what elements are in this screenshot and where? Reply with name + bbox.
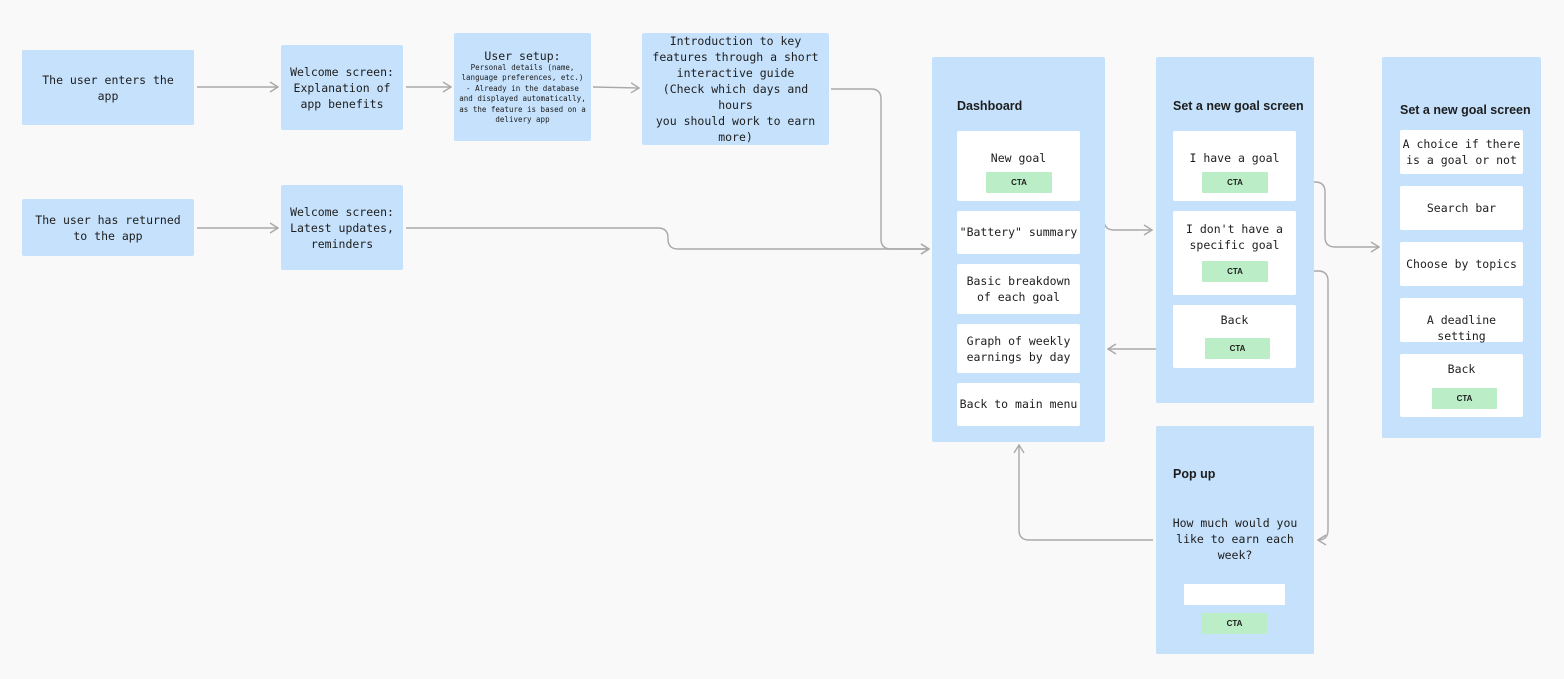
- set-goal-panel: Set a new goal screen I have a goal CTA …: [1156, 57, 1314, 403]
- back-card: Back CTA: [1173, 305, 1296, 368]
- have-goal-label: I have a goal: [1189, 151, 1280, 165]
- arrow-intro-to-dashboard: [831, 88, 929, 249]
- have-goal-card: I have a goal CTA: [1173, 131, 1296, 201]
- arrow-setup-to-intro: [592, 87, 639, 88]
- popup-question: How much would you like to earn each wee…: [1172, 516, 1298, 562]
- back-2-label: Back: [1447, 362, 1476, 376]
- dashboard-title: Dashboard: [957, 99, 1023, 113]
- popup-title: Pop up: [1173, 467, 1216, 481]
- welcome-benefits-label: Welcome screen: Explanation of app benef…: [290, 64, 394, 111]
- enter-app-label: The user enters the app: [42, 72, 174, 103]
- intro-guide-label: Introduction to key features through a s…: [652, 34, 819, 144]
- new-goal-cta-button[interactable]: CTA: [986, 172, 1052, 193]
- have-goal-cta-button[interactable]: CTA: [1202, 172, 1268, 193]
- back-cta-button[interactable]: CTA: [1205, 338, 1270, 359]
- search-bar-card[interactable]: Search bar: [1400, 186, 1523, 230]
- breakdown-label: Basic breakdown of each goal: [966, 274, 1071, 304]
- no-goal-cta-button[interactable]: CTA: [1202, 261, 1268, 282]
- user-setup-box: User setup: Personal details (name, lang…: [454, 33, 591, 141]
- weekly-graph-card: Graph of weekly earnings by day: [957, 324, 1080, 373]
- battery-summary-card: "Battery" summary: [957, 211, 1080, 254]
- battery-summary-label: "Battery" summary: [959, 225, 1078, 239]
- weekly-graph-label: Graph of weekly earnings by day: [966, 334, 1071, 364]
- topics-card[interactable]: Choose by topics: [1400, 242, 1523, 286]
- back-main-menu-card[interactable]: Back to main menu: [957, 383, 1080, 426]
- back-2-cta-button[interactable]: CTA: [1432, 388, 1497, 409]
- dashboard-panel: Dashboard New goal CTA "Battery" summary…: [932, 57, 1105, 442]
- user-setup-details: Personal details (name, language prefere…: [459, 62, 586, 125]
- intro-guide-box: Introduction to key features through a s…: [642, 33, 829, 145]
- back-card-2: Back CTA: [1400, 354, 1523, 417]
- enter-app-box: The user enters the app: [22, 50, 194, 125]
- topics-label: Choose by topics: [1406, 257, 1517, 271]
- popup-question-wrap: How much would you like to earn each wee…: [1156, 515, 1314, 563]
- no-goal-label: I don't have a specific goal: [1186, 222, 1283, 252]
- user-setup-title: User setup:: [484, 48, 561, 63]
- welcome-benefits-box: Welcome screen: Explanation of app benef…: [281, 45, 403, 130]
- popup-cta-button[interactable]: CTA: [1202, 613, 1267, 634]
- arrow-popup-to-dashboard: [1019, 445, 1153, 541]
- back-main-menu-label: Back to main menu: [959, 397, 1078, 411]
- deadline-card[interactable]: A deadline setting: [1400, 298, 1523, 343]
- welcome-updates-box: Welcome screen: Latest updates, reminder…: [281, 185, 403, 270]
- popup-panel: Pop up How much would you like to earn e…: [1156, 426, 1314, 654]
- new-goal-card: New goal CTA: [957, 131, 1080, 201]
- set-goal-panel-2: Set a new goal screen A choice if there …: [1382, 57, 1541, 438]
- goal-choice-label: A choice if there is a goal or not: [1402, 137, 1521, 167]
- back-label: Back: [1220, 313, 1249, 327]
- new-goal-label: New goal: [990, 151, 1047, 165]
- set-goal-title: Set a new goal screen: [1173, 99, 1304, 113]
- welcome-updates-label: Welcome screen: Latest updates, reminder…: [290, 204, 394, 251]
- breakdown-card: Basic breakdown of each goal: [957, 264, 1080, 314]
- goal-choice-card: A choice if there is a goal or not: [1400, 130, 1523, 174]
- no-goal-card: I don't have a specific goal CTA: [1173, 211, 1296, 295]
- returned-label: The user has returned to the app: [35, 212, 181, 243]
- arrow-updates-to-dashboard: [406, 227, 929, 249]
- returned-box: The user has returned to the app: [22, 199, 194, 256]
- set-goal-2-title: Set a new goal screen: [1400, 103, 1531, 117]
- earnings-input[interactable]: [1184, 584, 1285, 605]
- search-bar-label: Search bar: [1426, 201, 1497, 215]
- deadline-label: A deadline setting: [1426, 313, 1497, 343]
